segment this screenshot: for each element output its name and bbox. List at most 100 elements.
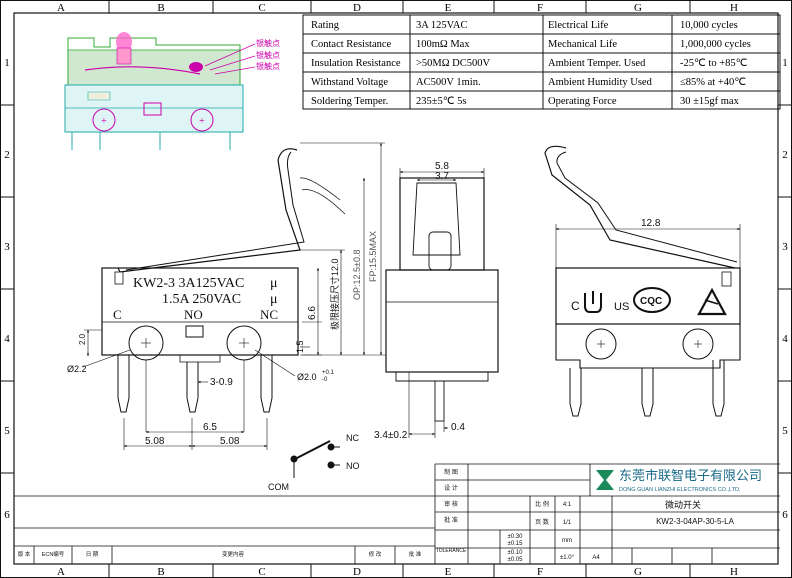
title-block-text: 东莞市联智电子有限公司 DONG GUAN LIANZHI ELECTRONIC…: [18, 468, 762, 563]
grid-col-bottom-B: B: [157, 566, 164, 578]
spec-value-2: >50MΩ DC500V: [416, 58, 491, 69]
dim-fp: FP:15.5MAX: [368, 231, 378, 282]
spec-label-2: Insulation Resistance: [311, 58, 401, 69]
label-nc: NC: [346, 433, 359, 443]
spec-label2-4: Operating Force: [548, 96, 617, 107]
dim-5-08-b: 5.08: [220, 436, 240, 447]
spec-value2-2: -25℃ to +85℃: [680, 58, 748, 69]
dim-3-7: 3.7: [435, 171, 449, 182]
spec-value2-1: 1,000,000 cycles: [680, 39, 751, 50]
dim-6-6: 6.6: [307, 306, 318, 320]
spec-label-4: Soldering Temper.: [311, 96, 388, 107]
dim-1-5: 1.5: [295, 340, 305, 353]
spec-value-1: 100mΩ Max: [416, 39, 470, 50]
grid-row-left-2: 2: [4, 149, 10, 161]
dim-5-08-a: 5.08: [145, 436, 165, 447]
role-4: 批 准: [444, 516, 458, 524]
rev-h1: 版 本: [18, 550, 31, 558]
part-number: KW2-3-04AP-30-5-LA: [656, 517, 734, 526]
contact-note-2: 银触点: [256, 50, 280, 60]
grid-col-top-G: G: [634, 2, 642, 14]
dim-3-4: 3.4±0.2: [374, 430, 408, 441]
grid-row-left-6: 6: [4, 509, 10, 521]
role-2: 设 计: [444, 484, 458, 492]
ul-mark-2: μ: [270, 292, 278, 307]
cert-us: US: [614, 301, 629, 313]
dim-lever: 极限接压尺寸12.0: [329, 258, 340, 330]
size-value: A4: [592, 555, 600, 561]
spec-label2-0: Electrical Life: [548, 20, 609, 31]
rev-h4: 变更内容: [222, 550, 245, 558]
spec-value2-4: 30 ±15gf max: [680, 96, 740, 107]
side-view: [82, 142, 386, 450]
dim-12-8: 12.8: [641, 218, 661, 229]
tol-4: ±0.05: [508, 557, 524, 563]
company-name-cn: 东莞市联智电子有限公司: [619, 468, 762, 483]
pin-label-nc: NC: [260, 307, 278, 322]
tol-1: ±0.30: [508, 534, 524, 540]
grid-row-right-6: 6: [782, 509, 788, 521]
rev-h3: 日 期: [86, 551, 99, 558]
grid-col-bottom-A: A: [57, 566, 65, 578]
spec-label2-1: Mechanical Life: [548, 39, 617, 50]
spec-value-4: 235±5℃ 5s: [416, 96, 467, 107]
spec-value2-3: ≤85% at +40℃: [680, 77, 746, 88]
grid-row-left-1: 1: [4, 57, 10, 69]
rev-h2: ECN编号: [42, 550, 65, 558]
label-com: COM: [268, 482, 289, 492]
dim-hole-tol-plus: +0.1: [322, 370, 335, 376]
role-1: 制 图: [444, 468, 458, 476]
tol-2: ±0.15: [508, 541, 524, 547]
dim-pin: 3-0.9: [210, 377, 233, 388]
right-view: [544, 145, 741, 417]
grid-col-bottom-E: E: [445, 566, 452, 578]
contact-note-1: 银触点: [256, 38, 280, 48]
dim-hole-tol-minus: -0: [322, 377, 328, 383]
grid-row-left-5: 5: [4, 425, 10, 437]
spec-value-0: 3A 125VAC: [416, 20, 467, 31]
grid-row-right-1: 1: [782, 57, 788, 69]
grid-col-top-D: D: [353, 2, 361, 14]
spec-label-0: Rating: [311, 20, 340, 31]
cross-section-view: + + 银触点 银触点 银触点: [64, 32, 280, 150]
dim-2-0: 2.0: [78, 333, 87, 345]
tol-label: TOLERANCE: [436, 548, 467, 554]
spec-label-3: Withstand Voltage: [311, 77, 388, 88]
grid-col-bottom-C: C: [258, 566, 265, 578]
contact-note-3: 银触点: [256, 61, 280, 71]
marking-line-2: 1.5A 250VAC: [162, 292, 241, 307]
grid-col-bottom-D: D: [353, 566, 361, 578]
title-block: [14, 463, 780, 564]
grid-col-top-E: E: [445, 2, 452, 14]
spec-value-3: AC500V 1min.: [416, 77, 481, 88]
grid-row-right-4: 4: [782, 333, 788, 345]
part-name: 微动开关: [665, 499, 701, 510]
sheet-value: 1/1: [563, 520, 572, 526]
rev-h6: 批 准: [409, 550, 422, 558]
dim-hole: Ø2.0: [297, 372, 317, 382]
dim-op: OP:12.5±0.8: [352, 250, 362, 300]
scale-value: 4:1: [563, 502, 572, 508]
schematic: [290, 440, 340, 478]
grid-col-top-H: H: [730, 2, 738, 14]
unit-value: mm: [562, 538, 572, 544]
grid-row-left-3: 3: [4, 241, 10, 253]
grid-col-top-F: F: [537, 2, 543, 14]
spec-label2-3: Ambient Humidity Used: [548, 77, 653, 88]
tol-3: ±0.10: [508, 550, 524, 556]
dim-6-5: 6.5: [203, 422, 217, 433]
grid-col-bottom-H: H: [730, 566, 738, 578]
company-logo: [596, 470, 614, 490]
grid-col-bottom-F: F: [537, 566, 543, 578]
scale-label: 比 例: [535, 500, 549, 508]
rev-h5: 修 改: [369, 550, 382, 558]
role-3: 审 核: [444, 500, 458, 508]
grid-row-right-2: 2: [782, 149, 788, 161]
marking-line-1: KW2-3 3A125VAC: [133, 276, 244, 291]
sheet-label: 页 数: [535, 518, 549, 526]
label-no: NO: [346, 461, 360, 471]
svg-text:+: +: [101, 116, 107, 127]
side-view-labels: KW2-3 3A125VAC μ 1.5A 250VAC μ C NO NC 6…: [67, 231, 378, 447]
